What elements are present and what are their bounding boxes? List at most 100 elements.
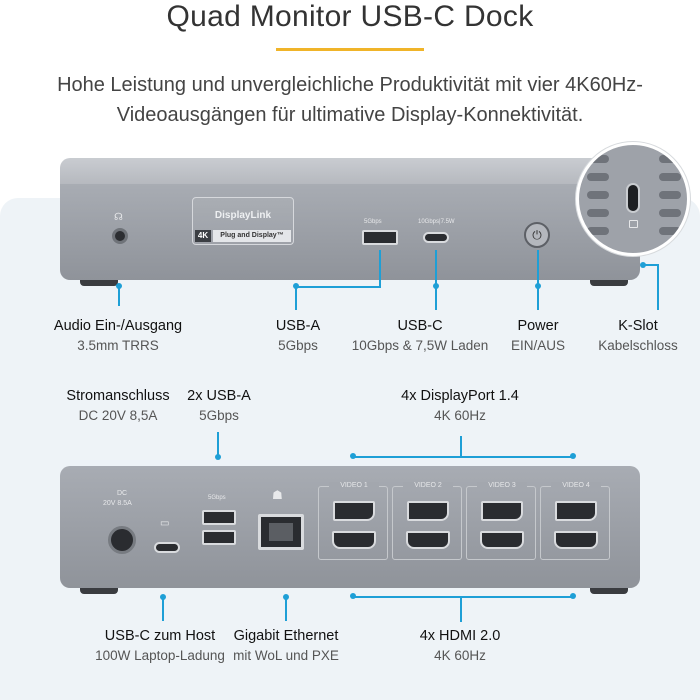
callout-line <box>379 250 381 288</box>
page-subtitle: Hohe Leistung und unvergleichliche Produ… <box>20 70 680 130</box>
label-sub: 4K 60Hz <box>434 408 486 423</box>
video-label: VIDEO 1 <box>329 482 379 489</box>
video-group-1: VIDEO 1 <box>318 482 388 560</box>
network-icon: ☗ <box>272 488 283 502</box>
usb-a-port <box>202 530 236 545</box>
label-sub: 5Gbps <box>199 408 239 423</box>
dock-front-top <box>60 158 640 188</box>
title-underline <box>276 48 424 51</box>
headset-icon: ☊ <box>114 212 123 223</box>
label-audio: Audio Ein-/Ausgang 3.5mm TRRS <box>30 316 206 356</box>
vent-slot <box>587 191 609 199</box>
callout-line <box>537 250 539 310</box>
audio-jack-port <box>112 228 128 244</box>
callout-line <box>162 597 164 621</box>
usb-c-port <box>423 232 449 243</box>
label-title: USB-A <box>275 318 321 334</box>
label-sub: 4K 60Hz <box>434 648 486 663</box>
ethernet-port-inner <box>269 523 293 541</box>
video-label: VIDEO 2 <box>403 482 453 489</box>
vent-slot <box>659 173 681 181</box>
kslot-zoom <box>576 142 690 256</box>
power-icon: ⏻ <box>532 228 542 242</box>
displayport-port <box>407 501 449 521</box>
subtitle-line-1: Hohe Leistung und unvergleichliche Produ… <box>57 74 643 96</box>
label-hdmi: 4x HDMI 2.0 4K 60Hz <box>390 626 530 666</box>
label-power: Power EIN/AUS <box>500 316 576 356</box>
label-usb-a: USB-A 5Gbps <box>248 316 348 356</box>
label-sub: 3.5mm TRRS <box>77 338 159 353</box>
callout-line <box>285 597 287 621</box>
label-usb-c: USB-C 10Gbps & 7,5W Laden <box>340 316 500 356</box>
callout-line <box>217 432 219 456</box>
vent-slot <box>659 227 681 235</box>
callout-line <box>435 250 437 310</box>
usb-a-port <box>202 510 236 525</box>
label-2x-usb-a: 2x USB-A 5Gbps <box>176 386 262 426</box>
label-title: K-Slot <box>618 318 658 334</box>
label-displayport: 4x DisplayPort 1.4 4K 60Hz <box>380 386 540 426</box>
vent-slot <box>659 209 681 217</box>
label-title: 4x DisplayPort 1.4 <box>401 388 519 404</box>
callout-dot <box>570 453 576 459</box>
label-title: 4x HDMI 2.0 <box>419 628 501 644</box>
hdmi-port <box>332 531 376 549</box>
dock-foot <box>590 280 628 286</box>
callout-line <box>352 456 574 458</box>
label-sub: 10Gbps & 7,5W Laden <box>351 338 489 353</box>
vent-slot <box>587 173 609 181</box>
badge-4k: 4K <box>195 230 211 242</box>
usbc-speed-mark: 10Gbps|7.5W <box>418 219 455 225</box>
lock-icon <box>629 220 638 228</box>
displayport-port <box>555 501 597 521</box>
callout-dot <box>215 454 221 460</box>
hdmi-port <box>406 531 450 549</box>
displayport-port <box>481 501 523 521</box>
callout-line <box>460 596 462 622</box>
vent-slot <box>587 227 609 235</box>
dc-mark: DC <box>117 490 128 497</box>
dock-foot <box>80 588 118 594</box>
hdmi-port <box>480 531 524 549</box>
vent-slot <box>659 155 681 163</box>
callout-dot <box>570 593 576 599</box>
label-sub: Kabelschloss <box>598 338 678 353</box>
usb-c-host-port <box>154 542 180 553</box>
label-title: Stromanschluss <box>66 388 170 404</box>
label-ethernet: Gigabit Ethernet mit WoL und PXE <box>218 626 354 666</box>
label-usb-c-host: USB-C zum Host 100W Laptop-Ladung <box>60 626 260 666</box>
video-group-4: VIDEO 4 <box>540 482 610 560</box>
video-label: VIDEO 4 <box>551 482 601 489</box>
label-sub: 5Gbps <box>278 338 318 353</box>
kslot-hole <box>626 183 640 213</box>
displaylink-badge: DisplayLink 4K Plug and Display™ <box>192 197 294 245</box>
displayport-port <box>333 501 375 521</box>
callout-line <box>352 596 574 598</box>
video-group-2: VIDEO 2 <box>392 482 462 560</box>
callout-dot <box>350 453 356 459</box>
laptop-icon: ▭ <box>160 518 170 529</box>
callout-line <box>295 286 297 310</box>
label-title: USB-C <box>397 318 443 334</box>
dock-foot <box>80 280 118 286</box>
dock-front-view <box>60 184 640 280</box>
callout-line <box>643 264 659 266</box>
page-title: Quad Monitor USB-C Dock <box>166 0 534 33</box>
dc-rating-mark: 20V 8.5A <box>103 500 132 507</box>
usb-a-port <box>362 230 398 245</box>
badge-plug-and-display: Plug and Display™ <box>213 230 291 242</box>
vent-slot <box>587 155 609 163</box>
power-button: ⏻ <box>524 222 550 248</box>
label-sub: DC 20V 8,5A <box>78 408 158 423</box>
label-kslot: K-Slot Kabelschloss <box>590 316 686 356</box>
subtitle-line-2: Videoausgängen für ultimative Display-Ko… <box>116 104 584 126</box>
dc-power-jack <box>108 526 136 554</box>
label-sub: 100W Laptop-Ladung <box>95 648 225 663</box>
video-group-3: VIDEO 3 <box>466 482 536 560</box>
video-label: VIDEO 3 <box>477 482 527 489</box>
label-sub: mit WoL und PXE <box>233 648 339 663</box>
ethernet-port <box>258 514 304 550</box>
label-title: Audio Ein-/Ausgang <box>53 318 183 334</box>
callout-line <box>118 286 120 306</box>
callout-line <box>295 286 380 288</box>
